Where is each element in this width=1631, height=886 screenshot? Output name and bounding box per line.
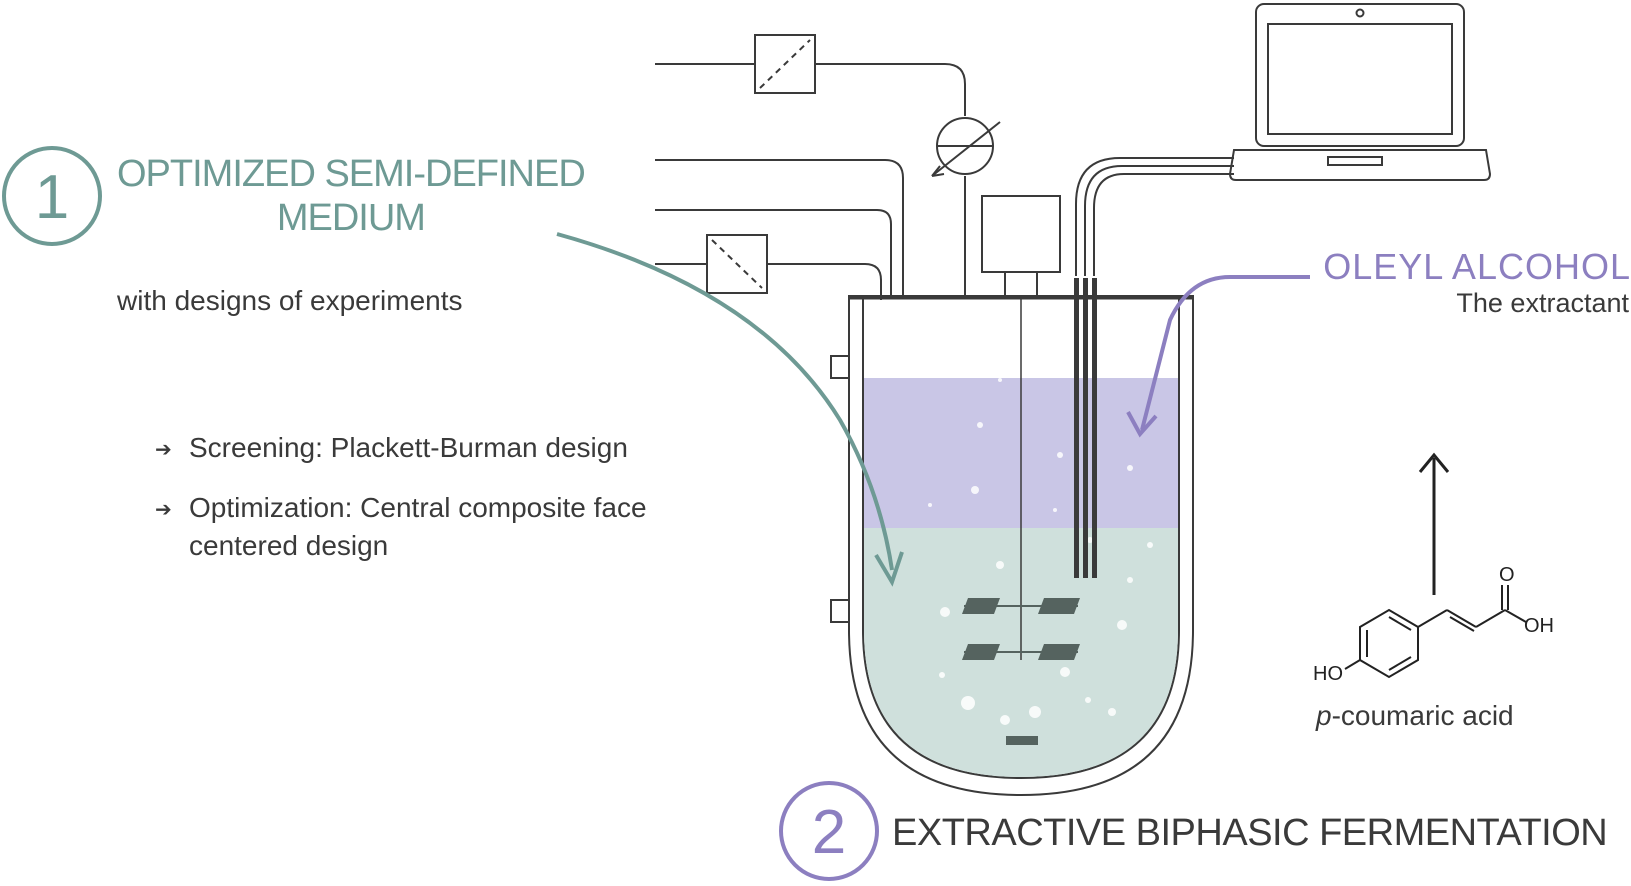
extractant-role: The extractant xyxy=(1456,288,1629,318)
atom-o: O xyxy=(1499,564,1515,586)
probe-cable xyxy=(1075,157,1234,276)
step1-title: OPTIMIZED SEMI-DEFINED MEDIUM xyxy=(117,152,586,240)
flow-controller-icon xyxy=(754,34,816,94)
coumaric-acid-structure xyxy=(1344,585,1527,679)
bullet-screening: ➔ Screening: Plackett-Burman design xyxy=(155,430,628,468)
step2-title: EXTRACTIVE BIPHASIC FERMENTATION xyxy=(892,812,1608,854)
probes xyxy=(1074,278,1097,578)
molecule-prefix: p xyxy=(1316,700,1332,731)
extractant-name: OLEYL ALCOHOL xyxy=(1323,246,1631,287)
arrow-icon xyxy=(1418,452,1450,595)
bubbles xyxy=(928,378,1153,725)
valve-icon xyxy=(706,234,768,294)
step2-badge: 2 xyxy=(779,781,879,881)
bullet-optimization: ➔ Optimization: Central composite face ce… xyxy=(155,490,647,564)
step1-subtitle: with designs of experiments xyxy=(117,285,463,316)
molecule-name: -coumaric acid xyxy=(1331,700,1514,731)
laptop-icon xyxy=(1228,3,1492,181)
molecule-label: p-coumaric acid xyxy=(1316,700,1514,732)
step1-badge: 1 xyxy=(2,146,102,246)
atom-ho: HO xyxy=(1313,663,1343,685)
step1-title-line2: MEDIUM xyxy=(276,197,426,239)
bullet-text: Optimization: Central composite face xyxy=(189,492,647,523)
atom-oh: OH xyxy=(1524,615,1554,637)
step2-number: 2 xyxy=(812,798,846,867)
pressure-gauge-icon xyxy=(931,117,1001,177)
extractant-arrow-icon xyxy=(1126,275,1310,438)
bullet-text: Screening: Plackett-Burman design xyxy=(189,432,628,463)
step1-number: 1 xyxy=(35,163,69,232)
bullet-arrow-icon: ➔ xyxy=(155,498,172,521)
bullet-text-continued: centered design xyxy=(189,529,389,561)
sparger xyxy=(1006,736,1038,745)
medium-arrow-icon xyxy=(556,232,904,587)
step1-title-line1: OPTIMIZED SEMI-DEFINED xyxy=(117,153,586,195)
impeller-icon xyxy=(962,298,1080,660)
bullet-arrow-icon: ➔ xyxy=(155,438,172,461)
motor-icon xyxy=(981,195,1061,297)
